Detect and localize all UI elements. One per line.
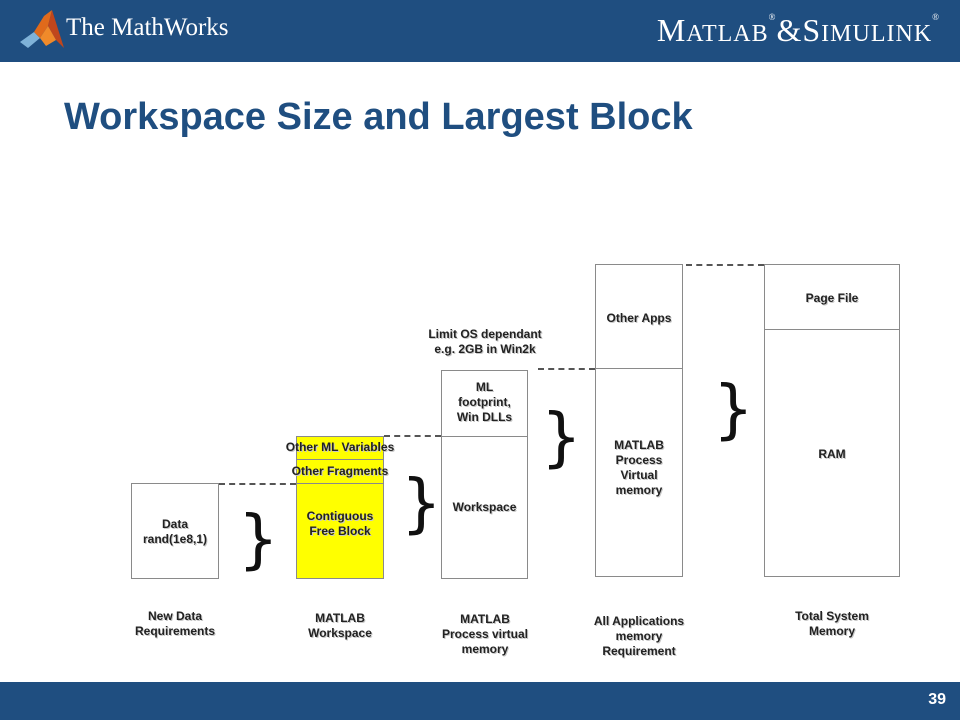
slide-title: Workspace Size and Largest Block (64, 96, 693, 138)
contiguous-free-block-label: Contiguous Free Block (306, 509, 374, 538)
workspace-stack-block (296, 436, 384, 579)
dashed-connector-1 (219, 483, 296, 485)
data-block (131, 483, 219, 579)
caption-total-memory: Total System Memory (795, 609, 869, 638)
page-number: 39 (928, 691, 946, 708)
other-fragments-label: Other Fragments (291, 464, 389, 478)
all-apps-block (595, 264, 683, 577)
dashed-connector-3 (538, 368, 595, 370)
system-memory-divider (764, 329, 900, 330)
data-block-label: Data rand(1e8,1) (142, 517, 208, 546)
workspace-divider-2 (296, 483, 384, 484)
limit-note: Limit OS dependant e.g. 2GB in Win2k (428, 327, 542, 356)
workspace-divider-1 (296, 459, 384, 460)
process-block (441, 370, 528, 579)
other-apps-label: Other Apps (606, 311, 672, 325)
brace-1: } (238, 503, 279, 577)
page-file-label: Page File (805, 291, 859, 305)
workspace-label: Workspace (452, 500, 517, 514)
ml-footprint-label: ML footprint, Win DLLs (456, 380, 513, 424)
dashed-connector-2 (384, 435, 441, 437)
process-divider (441, 436, 528, 437)
footer-bar (0, 682, 960, 720)
system-memory-block (764, 264, 900, 577)
brace-2: } (401, 467, 442, 541)
caption-all-apps: All Applications memory Requirement (593, 614, 685, 658)
brace-4: } (713, 373, 754, 447)
all-apps-divider (595, 368, 683, 369)
dashed-connector-4 (686, 264, 764, 266)
ram-label: RAM (818, 447, 846, 461)
brace-3: } (541, 401, 582, 475)
caption-matlab-process: MATLAB Process virtual memory (441, 612, 529, 656)
caption-matlab-workspace: MATLAB Workspace (308, 611, 372, 640)
other-ml-variables-label: Other ML Variables (285, 440, 395, 454)
caption-new-data: New Data Requirements (134, 609, 216, 638)
mathworks-name: The MathWorks (66, 14, 229, 41)
matlab-process-virtual-memory-label: MATLAB Process Virtual memory (614, 438, 664, 497)
mathworks-logo-icon (20, 10, 64, 48)
matlab-simulink-logo: MATLAB®&SIMULINK® (656, 12, 940, 48)
header-bar (0, 0, 960, 62)
